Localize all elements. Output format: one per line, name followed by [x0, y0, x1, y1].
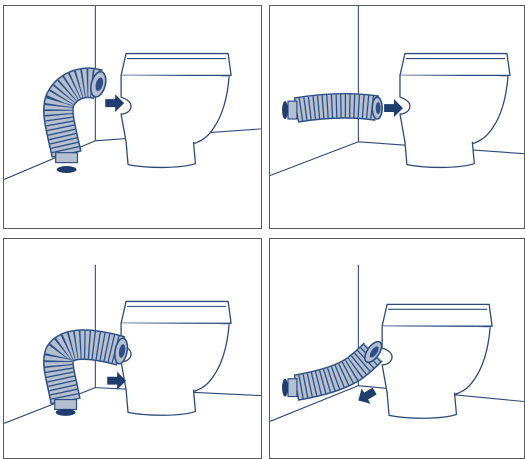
installation-drawing-1	[4, 6, 261, 228]
installation-drawing-4	[270, 239, 524, 458]
toilet-bowl	[121, 301, 231, 415]
flexible-pipe	[56, 70, 109, 173]
toilet-bowl	[382, 304, 492, 418]
flexible-pipe	[282, 97, 382, 119]
flexible-pipe	[282, 339, 385, 397]
installation-panel-3	[3, 238, 262, 459]
toilet-bowl	[400, 54, 510, 168]
toilet-bowl	[121, 54, 231, 168]
installation-drawing-2	[270, 6, 524, 228]
installation-panel-4	[269, 238, 525, 459]
installation-panel-1	[3, 5, 262, 229]
installation-drawing-3	[4, 239, 261, 458]
installation-panel-2	[269, 5, 525, 229]
